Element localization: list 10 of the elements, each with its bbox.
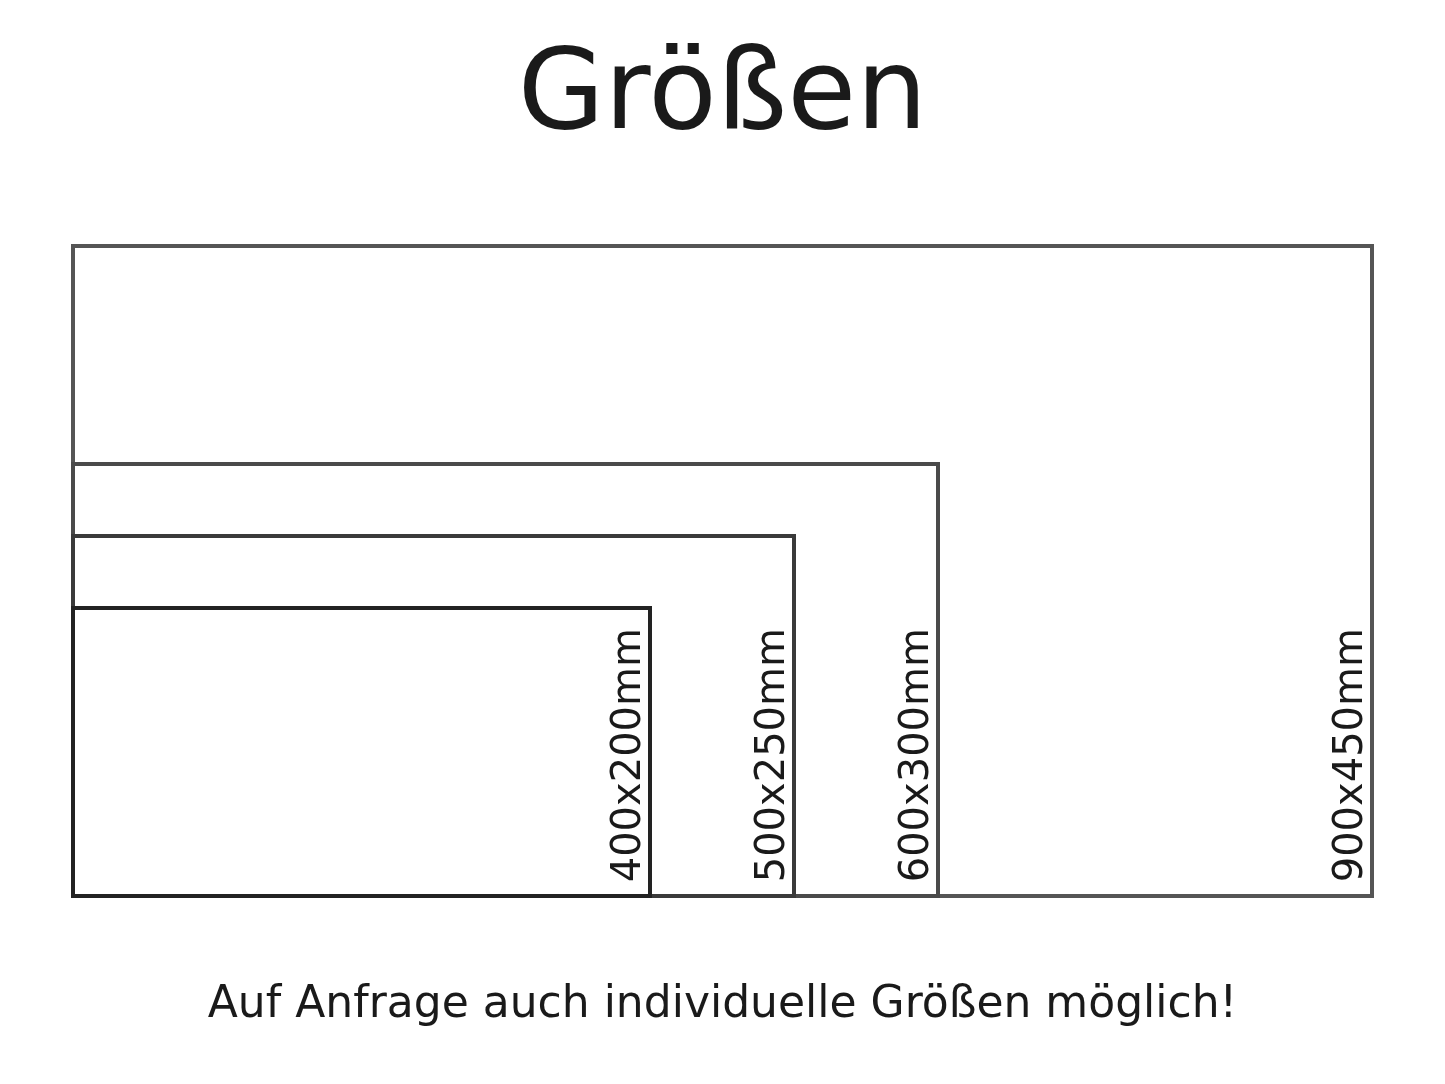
- size-rectangle: [71, 534, 796, 898]
- size-label: 500x250mm: [750, 627, 790, 882]
- size-rectangle: [71, 606, 652, 898]
- size-label: 600x300mm: [894, 627, 934, 882]
- size-label: 900x450mm: [1328, 627, 1368, 882]
- size-rectangle: [71, 462, 940, 898]
- title: Größen: [517, 23, 928, 156]
- size-label: 400x200mm: [606, 627, 646, 882]
- caption: Auf Anfrage auch individuelle Größen möglich!: [207, 976, 1238, 1029]
- size-rectangle: [71, 244, 1374, 898]
